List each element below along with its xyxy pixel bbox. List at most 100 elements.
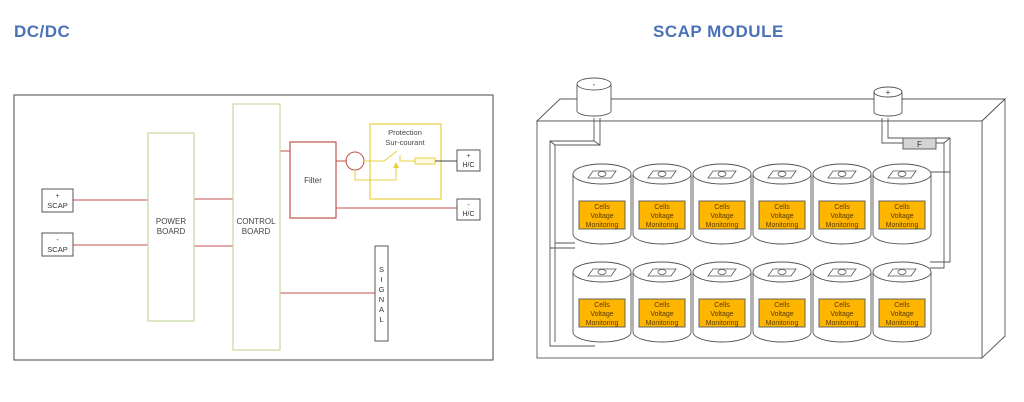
dcdc-wires <box>73 150 457 294</box>
cvm-label: Cells <box>594 204 610 211</box>
cvm-label: Cells <box>894 302 910 309</box>
cvm-label: Voltage <box>650 213 673 220</box>
cells-voltage-monitoring-box <box>818 200 866 230</box>
cvm-label: Monitoring <box>886 222 919 229</box>
cvm-label: Monitoring <box>586 222 619 229</box>
svg-text:H/C: H/C <box>462 211 474 218</box>
cvm-label: Cells <box>894 204 910 211</box>
cvm-label: Monitoring <box>826 320 859 327</box>
protection-label-2: Sur-courant <box>385 138 425 147</box>
signal-letter: G <box>379 285 385 294</box>
cvm-label: Voltage <box>590 213 613 220</box>
terminal-hc-plus: + H/C <box>456 149 481 172</box>
cvm-label: Monitoring <box>706 320 739 327</box>
cell-terminal-icon <box>897 171 907 177</box>
cell-terminal-icon <box>837 269 847 275</box>
signal-letter: N <box>379 295 384 304</box>
cvm-label: Cells <box>654 204 670 211</box>
cvm-label: Cells <box>774 204 790 211</box>
cvm-label: Cells <box>834 302 850 309</box>
svg-text:SCAP: SCAP <box>47 245 67 254</box>
cells-voltage-monitoring-box <box>758 200 806 230</box>
cvm-label: Monitoring <box>886 320 919 327</box>
cvm-label: Cells <box>714 204 730 211</box>
cell-terminal-icon <box>597 269 607 275</box>
cvm-label: Monitoring <box>586 320 619 327</box>
cells-voltage-monitoring-box <box>578 298 626 328</box>
control-board-label-1: CONTROL <box>236 217 276 226</box>
power-board-label-1: POWER <box>156 217 186 226</box>
cells-voltage-monitoring-box <box>578 200 626 230</box>
cells-voltage-monitoring-box <box>818 298 866 328</box>
cvm-label: Voltage <box>830 311 853 318</box>
cell-terminal-icon <box>657 269 667 275</box>
signal-letter: L <box>379 315 383 324</box>
cvm-label: Cells <box>774 302 790 309</box>
protection-block: Protection Sur-courant <box>354 123 457 200</box>
filter-block <box>289 141 337 219</box>
svg-text:-: - <box>56 237 59 244</box>
svg-text:SCAP: SCAP <box>47 201 67 210</box>
arrow-up-icon <box>393 162 399 168</box>
scap-module-diagram: F - + CellsVoltageMonitoringCellsVoltage… <box>535 77 1007 360</box>
module-side-face <box>981 97 1006 360</box>
cvm-label: Cells <box>834 204 850 211</box>
dcdc-title: DC/DC <box>14 22 71 41</box>
terminal-minus: - <box>576 77 612 117</box>
signal-letter: I <box>380 275 382 284</box>
svg-text:+: + <box>886 88 891 97</box>
cells-voltage-monitoring-box <box>638 298 686 328</box>
scap-module-title: SCAP MODULE <box>653 22 784 41</box>
cells-voltage-monitoring-box <box>638 200 686 230</box>
cell-terminal-icon <box>777 269 787 275</box>
cell-terminal-icon <box>717 171 727 177</box>
cells-voltage-monitoring-box <box>698 200 746 230</box>
signal-letter: S <box>379 265 384 274</box>
cvm-label: Voltage <box>830 213 853 220</box>
control-board <box>232 103 281 351</box>
cells-voltage-monitoring-box <box>878 200 926 230</box>
cvm-label: Cells <box>714 302 730 309</box>
svg-text:-: - <box>467 202 470 209</box>
dcdc-diagram: POWER BOARD CONTROL BOARD Filter Protect… <box>13 94 494 361</box>
cvm-label: Cells <box>594 302 610 309</box>
cells-voltage-monitoring-box <box>758 298 806 328</box>
power-board-label-2: BOARD <box>157 227 186 236</box>
power-board <box>147 132 195 322</box>
cvm-label: Monitoring <box>826 222 859 229</box>
cvm-label: Voltage <box>770 213 793 220</box>
fuse: F <box>902 137 937 150</box>
cvm-label: Voltage <box>890 311 913 318</box>
cvm-label: Monitoring <box>646 320 679 327</box>
cell-terminal-icon <box>777 171 787 177</box>
cvm-label: Monitoring <box>646 222 679 229</box>
cvm-label: Monitoring <box>766 222 799 229</box>
cvm-label: Monitoring <box>706 222 739 229</box>
signal-letter: A <box>379 305 384 314</box>
terminal-scap-plus: + SCAP <box>41 188 74 213</box>
svg-text:H/C: H/C <box>462 162 474 169</box>
terminal-scap-minus: - SCAP <box>41 232 74 257</box>
cell-terminal-icon <box>837 171 847 177</box>
terminal-hc-minus: - H/C <box>456 198 481 221</box>
cells-voltage-monitoring-box <box>878 298 926 328</box>
control-board-label-2: BOARD <box>242 227 271 236</box>
busbar-minus <box>549 118 601 347</box>
switch-icon <box>383 150 398 162</box>
filter-label: Filter <box>304 176 322 185</box>
cvm-label: Voltage <box>590 311 613 318</box>
terminal-plus: + <box>873 86 903 117</box>
svg-text:-: - <box>593 80 596 89</box>
cell-terminal-icon <box>717 269 727 275</box>
